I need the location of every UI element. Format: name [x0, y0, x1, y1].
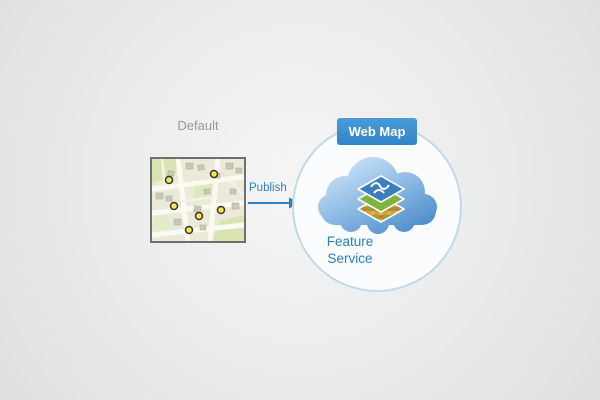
map-minor-roads: [160, 159, 244, 203]
street-map-graphic: [152, 159, 244, 241]
point-feature-marker: [209, 169, 219, 179]
point-feature-marker: [194, 211, 204, 221]
cloud-icon: [318, 157, 437, 234]
map-point-markers: [164, 169, 226, 235]
layers-icon: [357, 175, 405, 223]
publish-label: Publish: [249, 182, 287, 194]
map-label: Default: [177, 118, 219, 133]
point-feature-marker: [184, 225, 194, 235]
web-map-badge: Web Map: [337, 118, 417, 145]
point-feature-marker: [216, 205, 226, 215]
point-feature-marker: [164, 175, 174, 185]
point-feature-marker: [169, 201, 179, 211]
map-thumbnail: [150, 157, 246, 243]
feature-service-label: Feature Service: [326, 234, 374, 266]
